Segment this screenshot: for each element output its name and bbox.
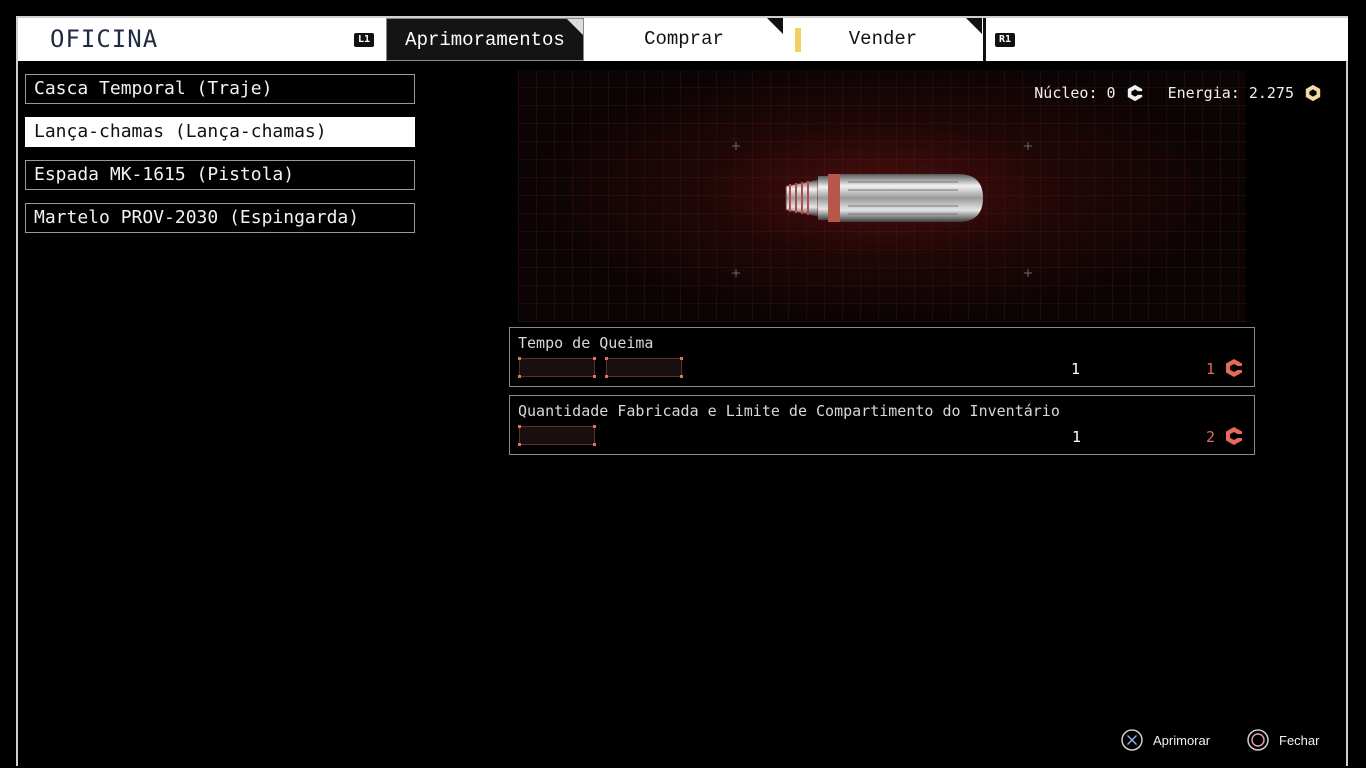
tab-upgrades-label: Aprimoramentos — [405, 29, 565, 51]
upgrade-cost: 1 — [1206, 360, 1216, 378]
equipment-item[interactable]: Casca Temporal (Traje) — [25, 74, 415, 104]
core-icon — [1127, 84, 1143, 102]
energy-icon — [1305, 84, 1321, 102]
hex-cost-icon — [1226, 359, 1243, 377]
upgrade-name: Tempo de Queima — [518, 334, 654, 352]
circle-button-icon — [1247, 729, 1269, 751]
crosshair-marks — [732, 142, 1032, 277]
tab-buy[interactable]: Comprar — [585, 18, 783, 61]
upgrade-button[interactable]: Aprimorar — [1121, 729, 1210, 751]
energy-counter: Energia: 2.275 — [1167, 84, 1294, 102]
page-title: OFICINA — [50, 25, 159, 53]
item-preview-panel — [518, 70, 1246, 322]
hex-cost-icon — [1226, 427, 1243, 445]
close-button[interactable]: Fechar — [1247, 729, 1319, 751]
preview-graphics — [732, 142, 1032, 277]
equipment-item-selected[interactable]: Lança-chamas (Lança-chamas) — [25, 117, 415, 147]
equipment-item[interactable]: Espada MK-1615 (Pistola) — [25, 160, 415, 190]
upgrade-level: 1 — [1071, 360, 1081, 378]
tab-corner-notch — [567, 19, 583, 35]
r1-shoulder-icon[interactable]: R1 — [995, 33, 1015, 47]
upgrade-cost: 2 — [1206, 428, 1216, 446]
tab-corner-notch — [767, 18, 783, 34]
tab-buy-label: Comprar — [644, 28, 724, 50]
close-button-label: Fechar — [1279, 732, 1320, 748]
upgrade-slot — [518, 357, 596, 378]
tab-corner-notch — [966, 18, 982, 34]
equipment-item[interactable]: Martelo PROV-2030 (Espingarda) — [25, 203, 415, 233]
screen-frame — [16, 16, 1348, 766]
upgrade-row[interactable]: Tempo de Queima 1 1 — [509, 327, 1255, 387]
tab-divider — [983, 18, 986, 61]
upgrade-slot — [518, 425, 596, 446]
header-bar: OFICINA L1 Aprimoramentos Comprar Vender… — [18, 18, 1348, 61]
tab-upgrades[interactable]: Aprimoramentos — [386, 18, 584, 61]
upgrade-level: 1 — [1072, 428, 1082, 446]
upgrade-name: Quantidade Fabricada e Limite de Compart… — [518, 402, 1060, 420]
upgrade-row[interactable]: Quantidade Fabricada e Limite de Compart… — [509, 395, 1255, 455]
resource-counters: Núcleo: 0 Energia: 2.275 — [1034, 84, 1322, 102]
l1-shoulder-icon[interactable]: L1 — [354, 33, 374, 47]
tab-sell-label: Vender — [848, 28, 918, 50]
sell-alert-indicator — [795, 28, 801, 52]
cross-button-icon — [1121, 729, 1143, 751]
upgrade-slot — [605, 357, 683, 378]
core-counter: Núcleo: 0 — [1034, 84, 1116, 102]
flamethrower-canister-icon — [785, 174, 983, 222]
tab-sell[interactable]: Vender — [784, 18, 982, 61]
upgrade-button-label: Aprimorar — [1153, 732, 1211, 748]
